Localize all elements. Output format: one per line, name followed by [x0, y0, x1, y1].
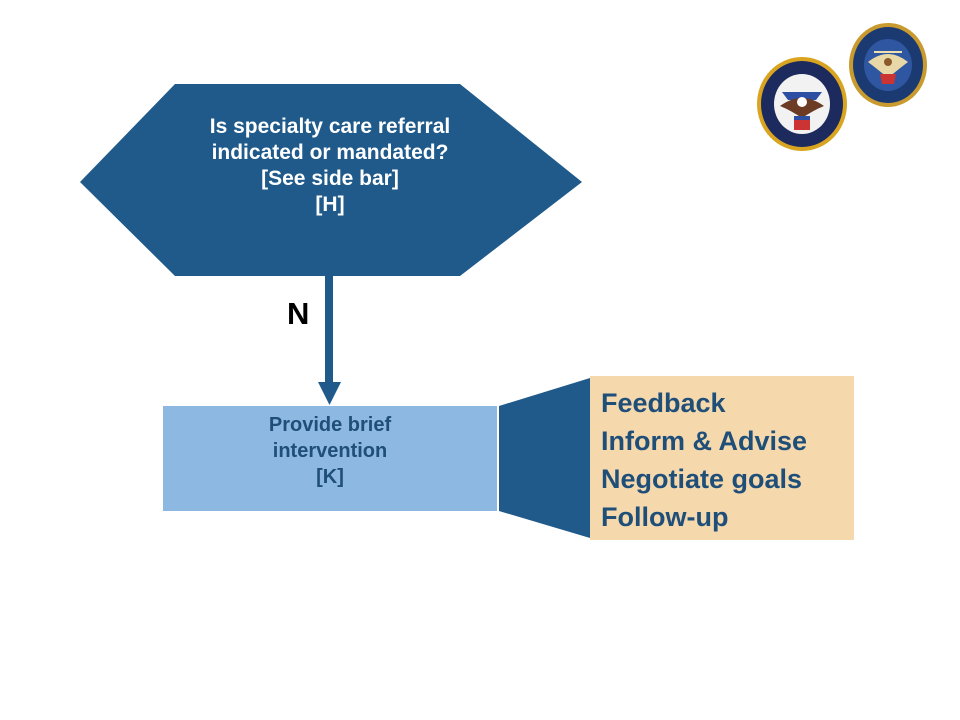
edge-label-no: N — [287, 296, 310, 331]
callout-box: Feedback Inform & Advise Negotiate goals… — [590, 376, 854, 540]
connector-arrowhead — [318, 382, 341, 405]
decision-line: indicated or mandated? — [211, 141, 449, 164]
process-shape — [163, 406, 497, 511]
callout-item: Follow-up — [601, 502, 729, 532]
callout-item: Feedback — [601, 388, 726, 418]
process-line: Provide brief — [268, 414, 392, 436]
decision-line: [See side bar] — [261, 167, 399, 190]
decision-line: Is specialty care referral — [209, 115, 451, 138]
dod-seal-logo — [849, 23, 927, 107]
callout-item: Inform & Advise — [601, 426, 808, 456]
decision-text: Is specialty care referral indicated or … — [150, 114, 510, 218]
process-line: [K] — [316, 466, 344, 488]
callout-item: Negotiate goals — [601, 464, 803, 494]
decision-shape — [80, 84, 582, 276]
callout-connector — [499, 378, 590, 538]
process-text: Provide brief intervention [K] — [163, 412, 497, 490]
va-seal-logo — [757, 57, 847, 151]
process-line: intervention — [272, 440, 388, 462]
decision-line: [H] — [315, 193, 345, 216]
connector-line — [325, 276, 333, 384]
